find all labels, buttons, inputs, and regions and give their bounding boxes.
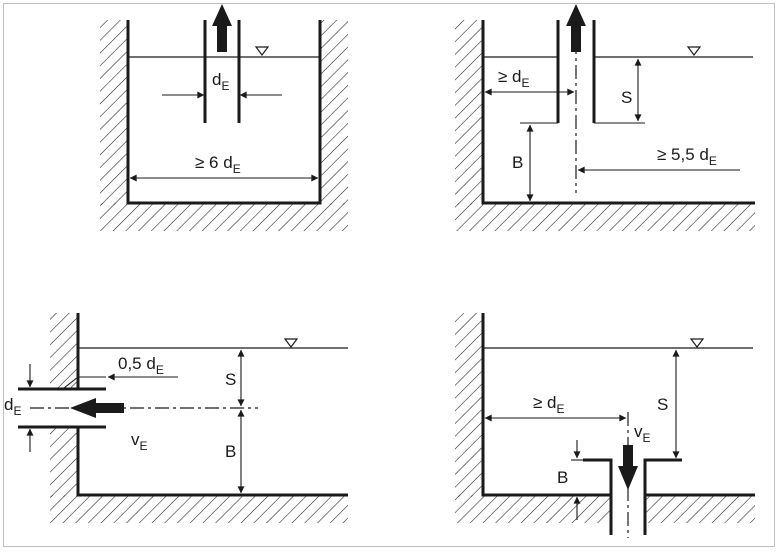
- tank-outline-left: [481, 313, 611, 497]
- flow-up-arrow-icon: [212, 4, 232, 26]
- label-dE: dE: [4, 395, 21, 418]
- label-width: ≥ 6 dE: [195, 153, 241, 176]
- dim-offset-leader: [63, 376, 79, 389]
- floor-hatch-right: [645, 495, 755, 523]
- label-clearance: ≥ dE: [498, 67, 530, 90]
- label-B: B: [557, 468, 568, 487]
- water-level-icon: [254, 46, 270, 56]
- label-S: S: [657, 395, 668, 414]
- pipe-wall-right: [643, 458, 682, 535]
- label-vE: vE: [634, 422, 651, 445]
- panel-bottom-right: ≥ dE vE S B: [455, 313, 755, 538]
- tank-outline: [126, 20, 322, 205]
- pipe-wall-left: [583, 458, 613, 535]
- label-S: S: [621, 88, 632, 107]
- label-clearance: ≥ dE: [533, 393, 565, 416]
- water-level-icon: [686, 46, 702, 56]
- tank-outline: [481, 20, 755, 205]
- water-level-icon: [283, 338, 299, 348]
- wall-hatch-right: [320, 20, 348, 205]
- figure-frame: [3, 3, 775, 547]
- wall-floor: [76, 427, 348, 497]
- label-spacing: ≥ 5,5 dE: [657, 145, 717, 168]
- panel-bottom-left: 0,5 dE dE vE S B: [4, 313, 348, 523]
- flow-arrow-shaft: [92, 403, 124, 413]
- flow-arrow-shaft: [217, 22, 227, 52]
- wall-hatch-left: [100, 20, 128, 205]
- label-offset: 0,5 dE: [118, 354, 164, 377]
- label-dE: dE: [212, 70, 229, 93]
- wall-hatch-left: [455, 20, 483, 205]
- water-level-icon: [689, 338, 705, 348]
- floor-hatch-left: [455, 495, 611, 523]
- flow-arrow-shaft: [623, 445, 633, 471]
- flow-left-arrow-icon: [70, 398, 96, 418]
- flow-up-arrow-icon: [566, 4, 586, 26]
- flow-arrow-shaft: [571, 22, 581, 52]
- panel-top-right: ≥ dE S B ≥ 5,5 dE: [455, 4, 755, 231]
- panel-top-left: dE ≥ 6 dE: [100, 4, 348, 231]
- wall-hatch-upper: [50, 313, 78, 389]
- floor-hatch: [455, 203, 755, 231]
- wall-hatch-left: [455, 313, 483, 497]
- label-S: S: [225, 370, 236, 389]
- flow-down-arrow-icon: [618, 466, 638, 490]
- label-vE: vE: [131, 430, 148, 453]
- label-B: B: [512, 153, 523, 172]
- label-B: B: [225, 442, 236, 461]
- floor-hatch: [100, 203, 348, 231]
- floor-hatch: [50, 495, 348, 523]
- wall-hatch-lower: [50, 427, 78, 497]
